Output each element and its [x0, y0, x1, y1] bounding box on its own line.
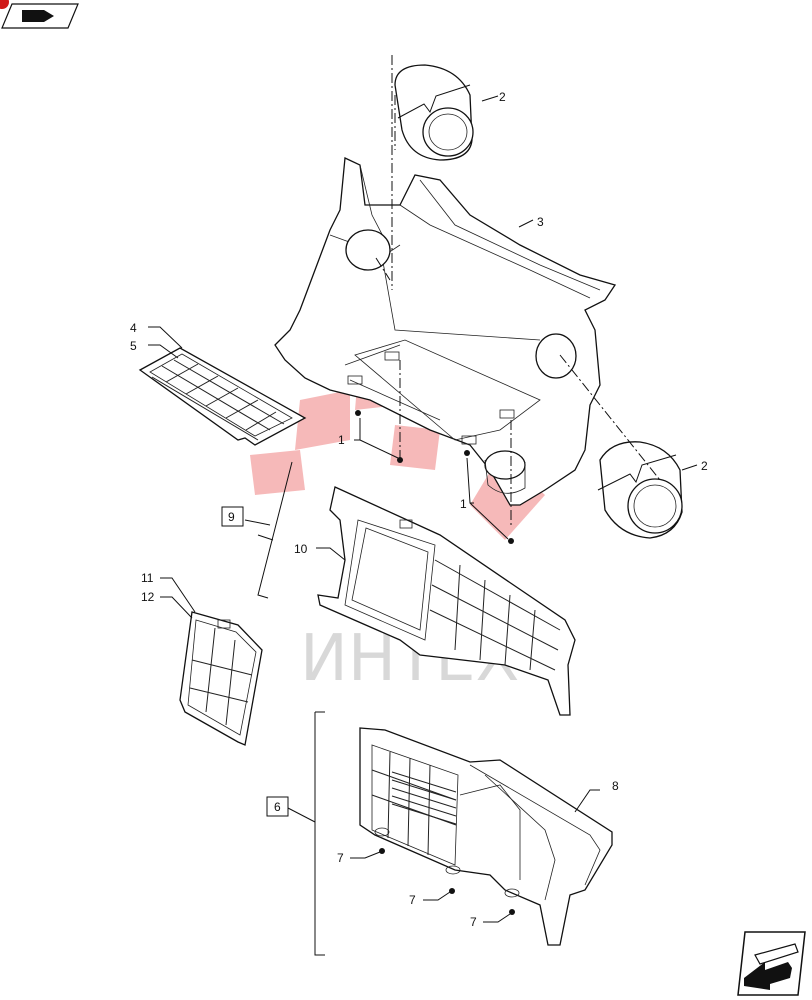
callout-7a: 7 [337, 851, 344, 865]
callout-12: 12 [141, 590, 155, 604]
callout-10: 10 [294, 542, 308, 556]
callout-2b: 2 [701, 459, 708, 473]
callout-labels: 2 3 4 5 1 2 1 10 11 12 8 7 7 7 [130, 90, 708, 929]
callout-1b: 1 [460, 497, 467, 511]
callout-3: 3 [537, 215, 544, 229]
callout-4: 4 [130, 321, 137, 335]
next-page-arrow-icon[interactable] [737, 931, 806, 996]
callout-8: 8 [612, 779, 619, 793]
duct-sleeve-right [597, 441, 683, 539]
filter-frame-panel [317, 486, 576, 716]
callout-7c: 7 [470, 915, 477, 929]
center-lines [375, 55, 661, 525]
duct-sleeve-top [394, 64, 474, 161]
callout-6: 6 [274, 800, 281, 814]
bolt-markers [355, 410, 515, 915]
leader-lines [148, 95, 698, 956]
callout-11: 11 [141, 571, 154, 585]
lower-cover-assembly [359, 727, 613, 946]
callout-7b: 7 [409, 893, 416, 907]
callout-box-6: 6 [266, 796, 289, 817]
callout-box-9: 9 [221, 506, 244, 527]
filter-element-upper [138, 347, 307, 446]
filter-element-lower [179, 611, 263, 746]
callout-2a: 2 [499, 90, 506, 104]
callout-5: 5 [130, 339, 137, 353]
book-arrow-icon[interactable] [0, 0, 79, 29]
callout-9: 9 [228, 510, 235, 524]
air-duct-housing [274, 157, 617, 506]
callout-1a: 1 [338, 433, 345, 447]
